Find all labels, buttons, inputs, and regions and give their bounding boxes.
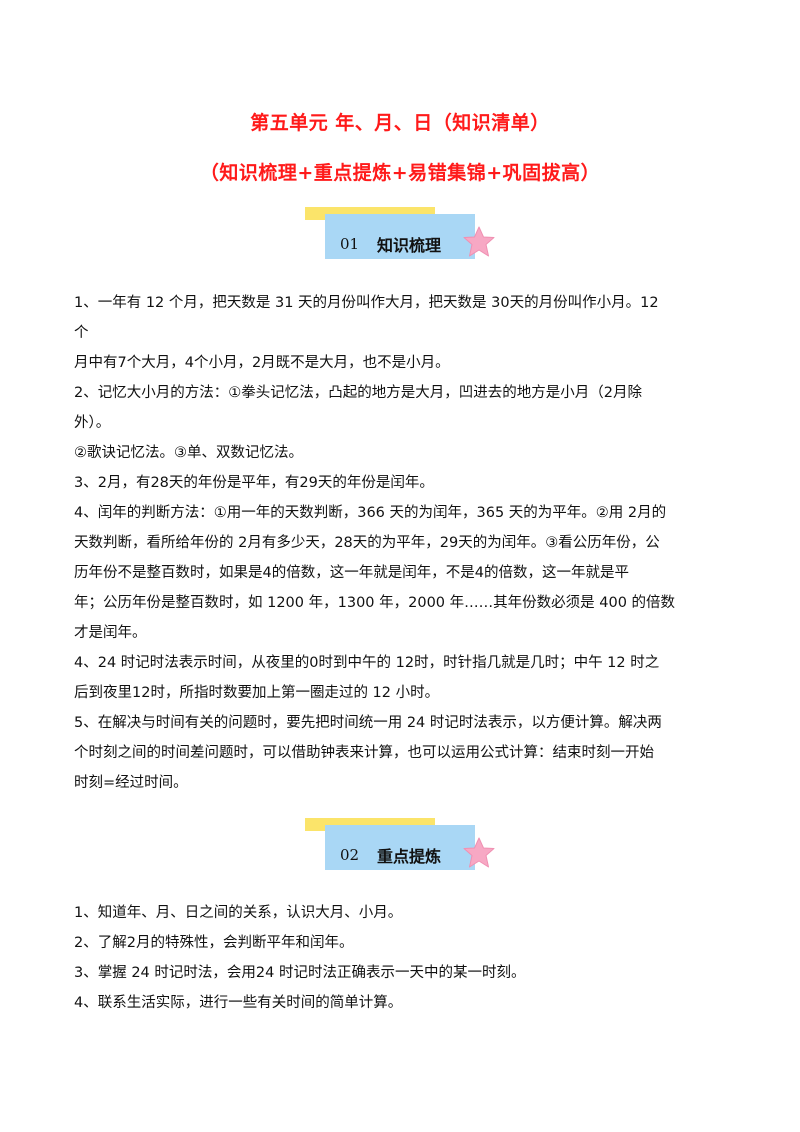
- star-icon: [463, 837, 495, 868]
- text-line: 年；公历年份是整百数时，如 1200 年，1300 年，2000 年……其年份数…: [74, 595, 676, 611]
- text-line: 历年份不是整百数时，如果是4的倍数，这一年就是闰年，不是4的倍数，这一年就是平: [74, 565, 629, 581]
- section-number: 02: [340, 846, 360, 864]
- text-line: 个时刻之间的时间差问题时，可以借助钟表来计算，也可以运用公式计算：结束时刻一开始: [74, 745, 654, 761]
- text-line: 4、24 时记时法表示时间，从夜里的0时到中午的 12时，时针指几就是几时；中午…: [74, 655, 660, 671]
- text-line: 天数判断，看所给年份的 2月有多少天，28天的为平年，29天的为闰年。③看公历年…: [74, 535, 660, 551]
- document-title: 第五单元 年、月、日（知识清单）: [250, 112, 550, 134]
- text-line: 时刻=经过时间。: [74, 775, 188, 791]
- text-line: 5、在解决与时间有关的问题时，要先把时间统一用 24 时记时法表示，以方便计算。…: [74, 715, 662, 731]
- text-line: 才是闰年。: [74, 625, 147, 641]
- header-blue-box: [325, 214, 475, 259]
- text-line: 外）。: [74, 415, 111, 431]
- text-line: 4、联系生活实际，进行一些有关时间的简单计算。: [74, 995, 403, 1011]
- text-line: 后到夜里12时，所指时数要加上第一圈走过的 12 小时。: [74, 685, 440, 701]
- star-icon: [463, 226, 495, 257]
- section-label: 重点提炼: [377, 847, 442, 866]
- section-key-points-body: 1、知道年、月、日之间的关系，认识大月、小月。 2、了解2月的特殊性，会判断平年…: [74, 898, 734, 1018]
- text-line: 1、一年有 12 个月，把天数是 31 天的月份叫作大月，把天数是 30天的月份…: [74, 295, 659, 311]
- document-subtitle: （知识梳理+重点提炼+易错集锦+巩固拔高）: [199, 162, 601, 184]
- header-blue-box: [325, 825, 475, 870]
- text-line: 月中有7个大月，4个小月，2月既不是大月，也不是小月。: [74, 355, 450, 371]
- text-line: 个: [74, 325, 89, 341]
- section-header-key-points: 02 重点提炼: [0, 818, 800, 888]
- section-number: 01: [340, 235, 360, 253]
- text-line: ②歌诀记忆法。③单、双数记忆法。: [74, 445, 303, 461]
- text-line: 2、了解2月的特殊性，会判断平年和闰年。: [74, 935, 354, 951]
- text-line: 2、记忆大小月的方法：①拳头记忆法，凸起的地方是大月，凹进去的地方是小月（2月除: [74, 385, 642, 401]
- text-line: 4、闰年的判断方法：①用一年的天数判断，366 天的为闰年，365 天的为平年。…: [74, 505, 667, 521]
- section-label: 知识梳理: [377, 236, 442, 255]
- text-line: 3、掌握 24 时记时法，会用24 时记时法正确表示一天中的某一时刻。: [74, 965, 526, 981]
- text-line: 1、知道年、月、日之间的关系，认识大月、小月。: [74, 905, 403, 921]
- section-knowledge-body: 1、一年有 12 个月，把天数是 31 天的月份叫作大月，把天数是 30天的月份…: [74, 288, 734, 798]
- section-header-knowledge: 01 知识梳理: [0, 207, 800, 277]
- text-line: 3、2月，有28天的年份是平年，有29天的年份是闰年。: [74, 475, 434, 491]
